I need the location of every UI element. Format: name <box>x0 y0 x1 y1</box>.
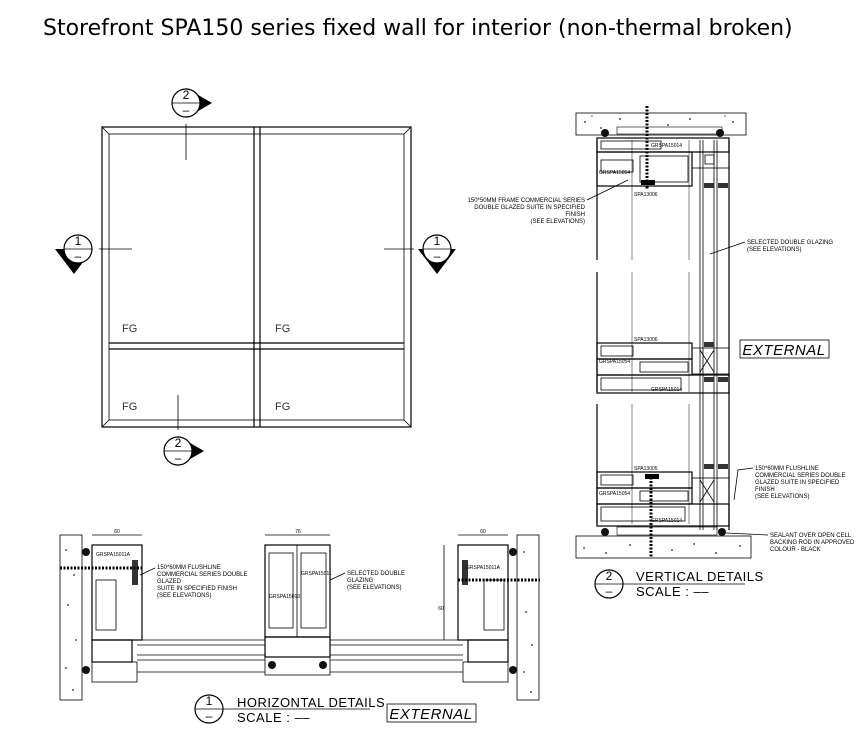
left-jamb-profile <box>91 544 143 683</box>
svg-text:–: – <box>183 103 190 117</box>
svg-text:(SEE ELEVATIONS): (SEE ELEVATIONS) <box>531 219 585 225</box>
external-label-box <box>739 339 830 359</box>
vertical-section: GRSPA15014 GRSPA15054 SPA13006 SPA13006 … <box>468 106 855 599</box>
vertical-caption-scale: SCALE : –– <box>636 584 709 599</box>
section-marker-right: 1 – <box>418 234 456 274</box>
svg-text:FINISH: FINISH <box>755 487 775 493</box>
note-glazing: SELECTED DOUBLE GLAZING (SEE ELEVATIONS) <box>747 240 833 253</box>
dim-mid: 76 <box>295 529 301 535</box>
svg-text:2: 2 <box>606 569 613 583</box>
part-tag: GRSPA15011 <box>301 571 332 577</box>
svg-text:150*60MM FLUSHLINE: 150*60MM FLUSHLINE <box>157 565 221 571</box>
svg-text:1: 1 <box>75 234 82 248</box>
left-wall <box>59 534 83 701</box>
horizontal-caption: 1 – HORIZONTAL DETAILS SCALE : –– <box>194 694 385 725</box>
right-wall <box>516 534 540 701</box>
svg-text:–: – <box>606 584 613 598</box>
elevation-frame-inner <box>108 133 405 421</box>
svg-text:150*50MM FRAME COMMERCIAL SERI: 150*50MM FRAME COMMERCIAL SERIES <box>468 198 585 204</box>
panel-label-bottom-right: FG <box>275 401 290 413</box>
transom-profile <box>596 342 730 394</box>
part-tag: GRSPA15014 <box>651 518 682 524</box>
svg-text:2: 2 <box>183 88 190 102</box>
part-tag: GRSPA15014 <box>651 143 682 149</box>
part-tag: GRSPA15054 <box>599 491 630 497</box>
svg-text:1: 1 <box>434 234 441 248</box>
svg-text:(SEE ELEVATIONS): (SEE ELEVATIONS) <box>747 247 801 253</box>
svg-text:SELECTED DOUBLE GLAZING: SELECTED DOUBLE GLAZING <box>747 240 833 246</box>
part-tag: SPA13006 <box>634 192 658 198</box>
svg-text:BACKING ROD IN APPROVED: BACKING ROD IN APPROVED <box>770 540 855 546</box>
svg-text:–: – <box>434 249 441 263</box>
note-flushline: 150*60MM FLUSHLINE COMMERCIAL SERIES DOU… <box>755 466 845 500</box>
vertical-caption: 2 – VERTICAL DETAILS SCALE : –– <box>594 569 764 599</box>
svg-text:2: 2 <box>175 436 182 450</box>
svg-text:GLAZING: GLAZING <box>347 578 374 584</box>
svg-text:150*60MM FLUSHLINE: 150*60MM FLUSHLINE <box>755 466 819 472</box>
note-horizontal-flushline: 150*60MM FLUSHLINE COMMERCIAL SERIES DOU… <box>157 565 247 599</box>
section-marker-left: 1 – <box>55 234 93 274</box>
bottom-slab <box>575 535 752 559</box>
part-tag: GRSPA15054 <box>599 359 630 365</box>
note-sealant: SEALANT OVER OPEN CELL BACKING ROD IN AP… <box>770 533 855 553</box>
part-tag: GRSPA15011A <box>96 552 131 558</box>
mullion-profile <box>264 544 331 676</box>
svg-text:–: – <box>175 451 182 465</box>
section-marker-top: 2 – <box>171 88 212 118</box>
svg-text:GLAZED: GLAZED <box>157 579 182 585</box>
note-frame: 150*50MM FRAME COMMERCIAL SERIES DOUBLE … <box>468 198 586 225</box>
horizontal-caption-scale: SCALE : –– <box>237 710 310 725</box>
elevation-drawing: FG FG FG FG 2 – 2 – 1 – <box>55 88 456 466</box>
external-label: EXTERNAL <box>742 342 825 359</box>
part-tag: SPA13005 <box>634 466 658 472</box>
panel-label-bottom-left: FG <box>122 401 137 413</box>
svg-text:FINISH: FINISH <box>565 212 585 218</box>
dim-left: 60 <box>114 529 120 535</box>
external-label-horizontal: EXTERNAL <box>389 706 472 723</box>
horizontal-caption-title: HORIZONTAL DETAILS <box>237 695 385 710</box>
dim-right: 60 <box>480 529 486 535</box>
horizontal-section: 60 76 60 60 <box>59 529 540 725</box>
svg-text:SUITE IN SPECIFIED FINISH: SUITE IN SPECIFIED FINISH <box>157 586 237 592</box>
svg-text:SELECTED DOUBLE: SELECTED DOUBLE <box>347 571 405 577</box>
external-label-box-horizontal <box>386 703 477 723</box>
page-title: Storefront SPA150 series fixed wall for … <box>43 16 793 41</box>
part-tag: SPA13006 <box>634 337 658 343</box>
vertical-caption-title: VERTICAL DETAILS <box>636 569 764 584</box>
svg-text:DOUBLE GLAZED SUITE IN SPECIFI: DOUBLE GLAZED SUITE IN SPECIFIED <box>474 205 585 211</box>
part-tag: GRSPA15013 <box>269 594 300 600</box>
svg-text:–: – <box>75 249 82 263</box>
part-tag: GRSPA15011A <box>466 565 501 571</box>
vertical-frame-lines <box>596 140 730 530</box>
svg-text:1: 1 <box>206 694 213 708</box>
panel-label-top-left: FG <box>122 323 137 335</box>
svg-text:(SEE ELEVATIONS): (SEE ELEVATIONS) <box>157 593 211 599</box>
section-marker-bottom: 2 – <box>163 436 204 466</box>
head-profile <box>596 137 730 188</box>
svg-text:–: – <box>206 709 213 723</box>
horizontal-glazing-lines <box>137 639 463 673</box>
svg-text:(SEE ELEVATIONS): (SEE ELEVATIONS) <box>755 494 809 500</box>
part-tag: GRSPA15014 <box>651 387 682 393</box>
elevation-frame-outer <box>101 126 412 428</box>
svg-text:COLOUR - BLACK: COLOUR - BLACK <box>770 547 821 553</box>
panel-label-top-right: FG <box>275 323 290 335</box>
svg-text:(SEE ELEVATIONS): (SEE ELEVATIONS) <box>347 585 401 591</box>
svg-text:COMMERCIAL SERIES DOUBLE: COMMERCIAL SERIES DOUBLE <box>157 572 247 578</box>
dim-side: 60 <box>438 606 444 612</box>
svg-text:GLAZED SUITE IN SPECIFIED: GLAZED SUITE IN SPECIFIED <box>755 480 840 486</box>
note-horizontal-glazing: SELECTED DOUBLE GLAZING (SEE ELEVATIONS) <box>347 571 405 591</box>
sill-profile <box>596 464 730 527</box>
svg-text:COMMERCIAL SERIES DOUBLE: COMMERCIAL SERIES DOUBLE <box>755 473 845 479</box>
svg-text:SEALANT OVER OPEN CELL: SEALANT OVER OPEN CELL <box>770 533 852 539</box>
part-tag: GRSPA15054 <box>599 170 630 176</box>
